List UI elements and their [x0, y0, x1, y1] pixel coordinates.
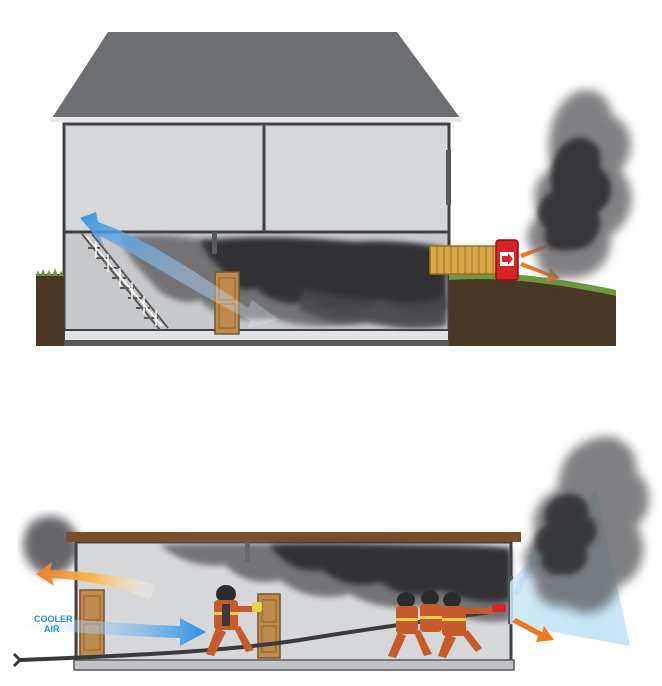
cooler-air-label-line1: COOLER	[34, 614, 73, 624]
house-section	[36, 32, 632, 346]
ceiling-beam	[66, 532, 521, 542]
cooler-air-label: COOLER AIR	[34, 614, 75, 634]
cooler-air-label-line2: AIR	[44, 624, 60, 634]
stair-rail	[85, 235, 163, 327]
exterior-smoke-left	[23, 516, 79, 576]
house-roof	[52, 32, 460, 118]
door-panel	[261, 625, 277, 653]
door-panel	[261, 599, 277, 623]
flexible-duct	[429, 245, 499, 275]
cooler-air-flow	[12, 615, 206, 646]
fan-icon	[495, 239, 519, 281]
basement-smoke	[120, 235, 446, 328]
grass-right	[449, 272, 616, 296]
house-floor-slab	[62, 340, 452, 346]
arrow-right-icon	[502, 253, 513, 265]
roof-eave	[50, 117, 462, 122]
upper-side-trim	[446, 150, 451, 205]
duct-ribs	[436, 246, 494, 274]
cool-air-flow	[80, 212, 280, 328]
upper-floor-wall	[62, 122, 451, 234]
room-floor	[73, 659, 515, 671]
ground-right	[449, 276, 616, 346]
firefighter-nozzle-team	[388, 590, 506, 658]
hose-end	[12, 652, 22, 668]
interior-section: COOLER AIR	[12, 436, 650, 671]
exterior-smoke-plume	[527, 89, 632, 279]
ground-left	[36, 274, 64, 346]
stair-wall-post	[212, 232, 217, 254]
exterior-smoke-right	[524, 436, 650, 613]
firefighter-left	[206, 585, 262, 656]
hot-air-flow	[36, 562, 155, 600]
door-panel	[83, 595, 101, 621]
grass-left	[36, 268, 64, 276]
hot-exhaust-arrow	[512, 618, 554, 642]
exhaust-arrow-down	[520, 262, 560, 282]
